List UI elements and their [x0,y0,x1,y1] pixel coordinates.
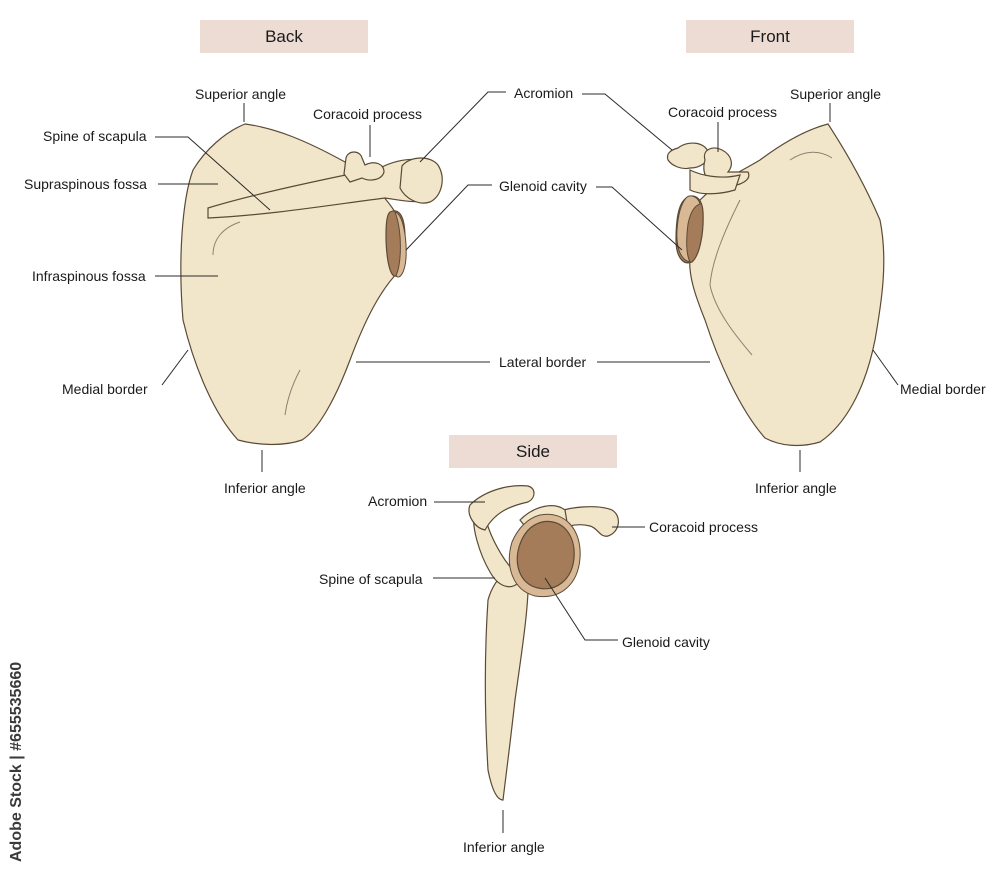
side-acromion [468,485,535,531]
back-label-supraspinous-fossa: Supraspinous fossa [24,176,147,192]
leader-side-glenoid [544,577,618,641]
back-label-coracoid-process: Coracoid process [313,106,422,122]
side-label-inferior-angle: Inferior angle [463,839,545,855]
stock-watermark: Adobe Stock | #655535660 [8,661,25,862]
back-glenoid-rim [394,211,407,278]
back-label-spine-of-scapula: Spine of scapula [43,128,147,144]
back-label-infraspinous-fossa: Infraspinous fossa [32,268,146,284]
label-lateral-border: Lateral border [499,354,587,370]
back-label-superior-angle: Superior angle [195,86,287,102]
leader-front-medial-border [872,349,899,386]
side-view-header: Side [449,435,617,468]
front-neck [689,169,741,195]
front-label-inferior-angle: Inferior angle [755,480,837,496]
side-label-acromion: Acromion [368,493,428,509]
leader-acromion-back [419,91,506,163]
front-acromion [666,142,709,170]
leader-glenoid-front [596,186,683,251]
leader-back-medial-border [161,349,189,386]
leader-acromion-front [582,93,673,151]
front-view-header: Front [686,20,854,53]
side-scapula-body [484,566,529,801]
back-acromion [399,157,443,204]
label-glenoid-cavity: Glenoid cavity [499,178,587,194]
leader-lines [155,91,899,833]
side-label-glenoid-cavity: Glenoid cavity [622,634,710,650]
side-label-spine-of-scapula: Spine of scapula [319,571,423,587]
front-label-coracoid-process: Coracoid process [668,104,777,120]
back-view-scapula [180,123,443,446]
front-glenoid-rim [676,195,701,263]
side-label-coracoid-process: Coracoid process [649,519,758,535]
back-body-contour [212,221,241,256]
leader-back-spine [155,136,271,211]
leader-glenoid-back [405,184,492,251]
side-view-scapula [468,485,619,801]
side-coracoid-process [549,506,619,537]
label-acromion: Acromion [514,85,574,101]
back-label-inferior-angle: Inferior angle [224,480,306,496]
back-lower-contour [284,369,301,416]
front-label-superior-angle: Superior angle [790,86,882,102]
side-glenoid-cavity [516,520,575,590]
back-view-header: Back [200,20,368,53]
front-view-scapula [666,123,885,447]
back-coracoid-process [343,151,385,183]
front-lateral-ridge [709,199,753,356]
front-label-medial-border: Medial border [900,381,986,397]
back-label-medial-border: Medial border [62,381,148,397]
front-subscapular-ridge [789,151,833,161]
